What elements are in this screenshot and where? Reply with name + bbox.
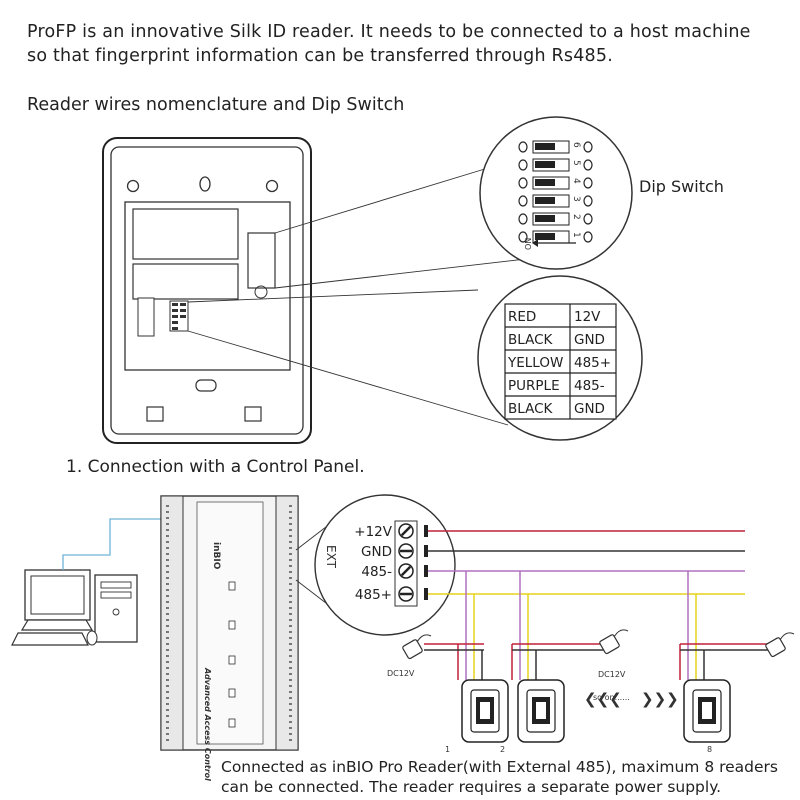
ext-terminal-zoom: EXT +12V GND 485- 485+	[314, 494, 456, 636]
intro-line-1: ProFP is an innovative Silk ID reader. I…	[27, 22, 751, 42]
wire-signal-cell: 12V	[574, 309, 601, 325]
ext-terminal-label: 485+	[355, 587, 392, 603]
power-adapter-icon	[599, 629, 629, 655]
panel-brand: inBIO	[211, 542, 221, 570]
wire-color-cell: BLACK	[508, 401, 554, 417]
wire-color-cell: RED	[508, 309, 536, 325]
fingerprint-reader: 2	[500, 679, 565, 754]
wire-signal-cell: 485+	[574, 355, 611, 371]
dip-switch-row: 5	[518, 158, 593, 172]
power-adapter-icon	[402, 634, 432, 660]
dip-switch-row: 4	[518, 176, 593, 190]
wire-table-zoom: RED 12V BLACK GND YELLOW 485+ PURPLE 485- BLACK G…	[477, 275, 643, 441]
footer-line-2: can be connected. The reader requires a …	[221, 778, 722, 796]
wire-color-cell: PURPLE	[508, 378, 560, 394]
wire-signal-cell: GND	[574, 332, 605, 348]
reader-wires-subtitle: Reader wires nomenclature and Dip Switch	[27, 95, 405, 115]
svg-text:❮❮❮: ❮❮❮	[584, 690, 622, 708]
dip-switch-number: 3	[571, 196, 581, 202]
dip-switch-number: 2	[571, 214, 581, 220]
computer-icon	[11, 569, 138, 646]
wire-connector-block	[137, 297, 189, 337]
ext-terminal-label: GND	[361, 544, 392, 560]
dc12v-label: DC12V	[598, 670, 626, 679]
fingerprint-reader: 1	[445, 679, 509, 754]
dip-on-label: ON	[524, 238, 533, 250]
dip-switch-row: 1	[518, 230, 593, 244]
inbio-control-panel: inBIO Advanced Access Control	[160, 495, 299, 781]
reader-number: 2	[500, 745, 505, 754]
reader-back-view	[102, 137, 312, 444]
dip-switch-row: 3	[518, 194, 593, 208]
wire-signal-cell: 485-	[574, 378, 605, 394]
panel-label: Advanced Access Control	[203, 667, 212, 781]
so-on-indicator: ❮❮❮ so on...... ❯❯❯	[584, 690, 679, 708]
fingerprint-reader: 8	[683, 679, 731, 754]
dip-switch-zoom: 6 5 4 3 2 1 ON	[479, 116, 633, 270]
dip-switch-number: 1	[571, 232, 581, 238]
wire-signal-cell: GND	[574, 401, 605, 417]
dip-switch-number: 5	[571, 160, 581, 166]
dip-switch-number: 6	[571, 142, 581, 148]
wire-color-cell: BLACK	[508, 332, 554, 348]
ext-terminal-label: 485-	[361, 564, 392, 580]
section-title: 1. Connection with a Control Panel.	[66, 457, 365, 477]
dip-switch-row: 6	[518, 140, 593, 154]
svg-text:❯❯❯: ❯❯❯	[641, 690, 679, 708]
dip-switch-label: Dip Switch	[639, 177, 724, 196]
dc12v-label: DC12V	[387, 669, 415, 678]
ext-label: EXT	[324, 545, 338, 569]
intro-line-2: so that fingerprint information can be t…	[27, 46, 613, 66]
rs485-bus-wires	[424, 530, 775, 680]
reader-number: 1	[445, 745, 450, 754]
dip-switch-row: 2	[518, 212, 593, 226]
ext-terminal-label: +12V	[354, 524, 392, 540]
reader-number: 8	[707, 745, 712, 754]
network-cable	[62, 518, 170, 570]
power-adapter-icon	[765, 632, 795, 658]
so-on-label: so on......	[593, 693, 630, 702]
dip-switch-number: 4	[571, 178, 581, 184]
footer-line-1: Connected as inBIO Pro Reader(with Exter…	[221, 758, 779, 776]
wire-color-cell: YELLOW	[507, 355, 563, 371]
